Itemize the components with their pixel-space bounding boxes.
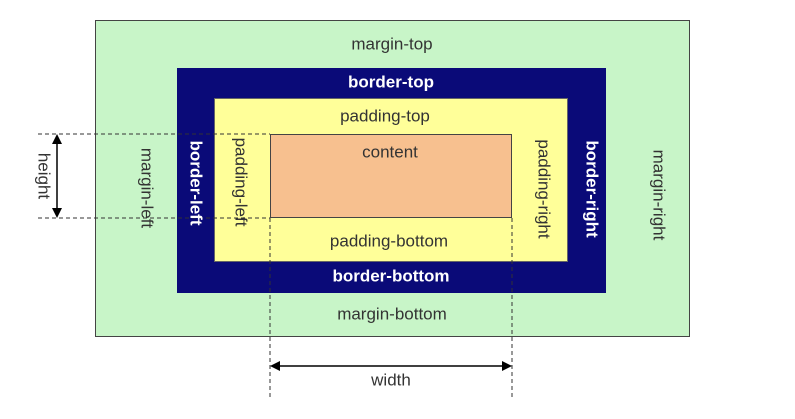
padding-top-label: padding-top	[340, 106, 430, 126]
border-bottom-label: border-bottom	[332, 266, 450, 286]
border-left-label: border-left	[186, 140, 206, 226]
width-label: width	[371, 370, 411, 390]
height-arrow-down	[52, 208, 62, 218]
margin-right-label: margin-right	[649, 149, 669, 241]
border-top-label: border-top	[348, 72, 434, 92]
border-right-label: border-right	[582, 140, 602, 238]
content-label: content	[362, 142, 418, 162]
margin-bottom-label: margin-bottom	[337, 304, 447, 324]
padding-right-label: padding-right	[534, 139, 554, 239]
padding-left-label: padding-left	[231, 137, 251, 227]
width-arrow-left	[270, 361, 280, 371]
height-arrow-up	[52, 134, 62, 144]
content-area	[270, 134, 512, 218]
height-label: height	[34, 152, 54, 200]
padding-bottom-label: padding-bottom	[329, 231, 449, 251]
margin-left-label: margin-left	[137, 147, 157, 229]
width-arrow-right	[502, 361, 512, 371]
margin-top-label: margin-top	[351, 34, 433, 54]
